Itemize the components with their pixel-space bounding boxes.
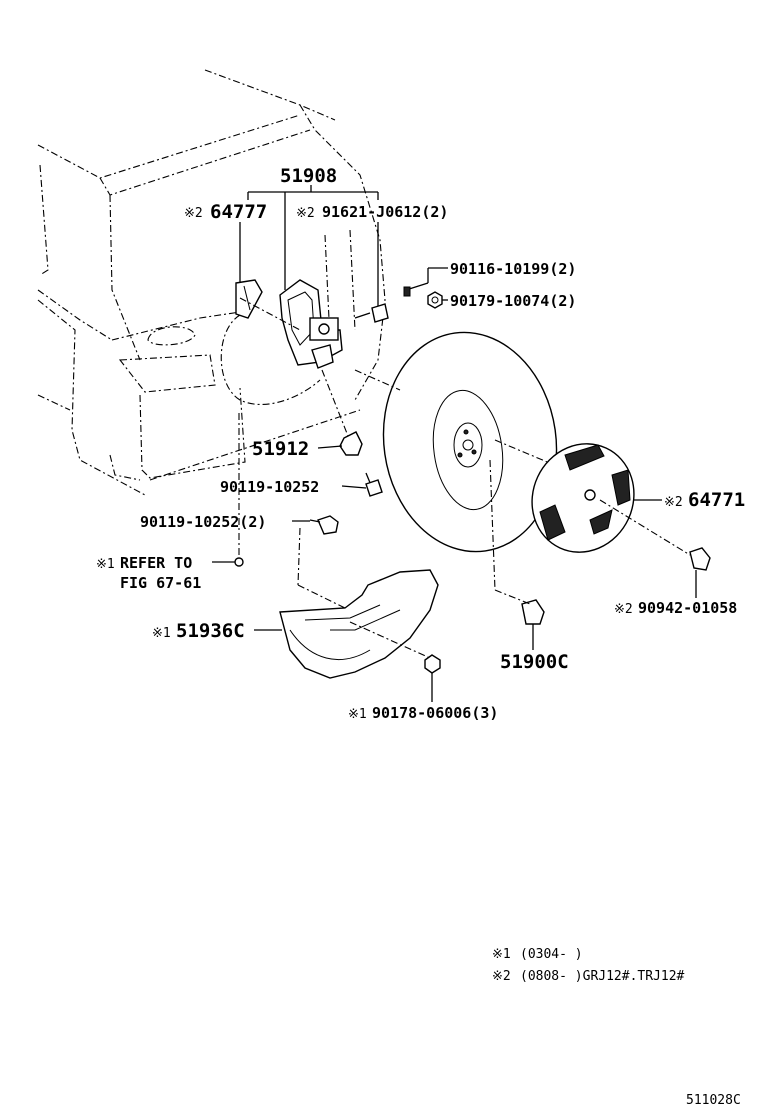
part-labels: 51908 ※2 64777 ※2 91621-J0612(2) 90116-1… [96,165,745,722]
mark-90178: ※1 [348,707,367,722]
mark-64771: ※2 [664,495,683,510]
mark-91621: ※2 [296,206,315,221]
label-90119-b: 90119-10252(2) [140,513,266,531]
part-90942 [599,499,711,571]
label-90116: 90116-10199(2) [450,260,576,278]
label-64771: 64771 [688,489,745,511]
leader-lines [212,185,697,702]
label-90179: 90179-10074(2) [450,292,576,310]
label-51936c: 51936C [176,620,245,642]
label-51900c: 51900C [500,651,569,673]
bolt-90119-b [309,515,339,535]
vehicle-outline [37,69,386,496]
notes: ※1 (0304- ) ※2 (0808- )GRJ12#.TRJ12# [492,947,685,984]
label-90119-a: 90119-10252 [220,478,319,496]
label-90942: 90942-01058 [638,599,737,617]
part-51900c [489,459,545,625]
spare-tire-cover [531,443,635,553]
spare-tire [354,331,591,553]
part-51912 [321,369,363,456]
bolt-91621 [354,303,389,323]
bolt-90116 [403,282,429,297]
label-91621: 91621-J0612(2) [322,203,448,221]
mark-90942: ※2 [614,602,633,617]
mark-refer: ※1 [96,557,115,572]
label-refer-line2: FIG 67-61 [120,574,201,592]
mark-51936c: ※1 [152,626,171,641]
bolt-90119-a [365,472,383,497]
spare-carrier-bracket [235,279,343,369]
diagram-code: 511028C [686,1093,741,1108]
note-2-text: (0808- )GRJ12#.TRJ12# [520,969,685,984]
nut-90179 [427,291,443,309]
label-90178: 90178-06006(3) [372,704,498,722]
label-51908: 51908 [280,165,337,187]
label-64777: 64777 [210,201,267,223]
note-2-mark: ※2 [492,969,511,984]
label-refer-line1: REFER TO [120,554,192,572]
protector-51936c [279,527,439,679]
note-1-mark: ※1 [492,947,511,962]
label-51912: 51912 [252,438,309,460]
note-1-text: (0304- ) [520,947,583,962]
mark-64777: ※2 [184,206,203,221]
nut-90178 [424,654,441,674]
